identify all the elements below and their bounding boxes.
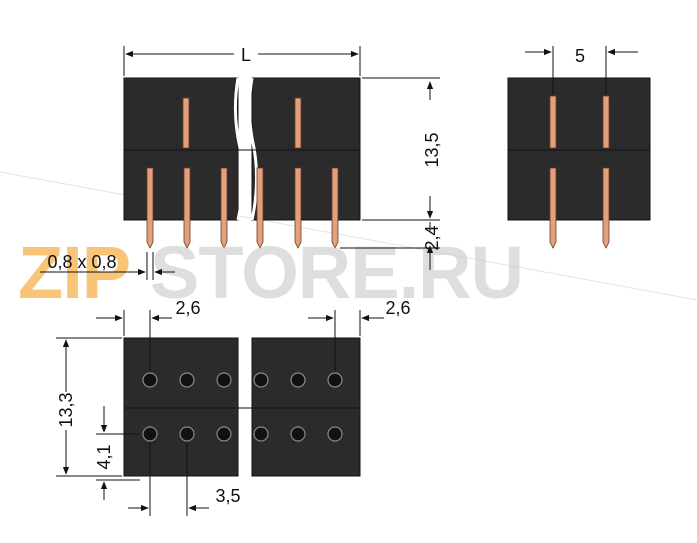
- front-break-left: [233, 77, 245, 221]
- front-pin-upper: [182, 97, 190, 149]
- front-break-right: [247, 77, 259, 221]
- background-guideline: [0, 171, 697, 301]
- pin-hole: [179, 372, 195, 388]
- front-pin-upper: [294, 97, 302, 149]
- front-pin-lower: [256, 167, 264, 249]
- front-pin-lower: [331, 167, 339, 249]
- dim-pin-length: 2,4: [422, 225, 442, 250]
- pin-hole: [216, 426, 232, 442]
- dimension-annotations: L 5 13,5 2,4 0,8 x 0,8 2,6 2,6: [40, 45, 638, 516]
- side-body: [507, 77, 651, 221]
- pin-hole: [327, 426, 343, 442]
- front-pin-lower: [146, 167, 154, 249]
- dim-edge-left: 2,6: [175, 298, 200, 318]
- front-body-left: [123, 77, 239, 221]
- pin-hole: [179, 426, 195, 442]
- dim-footprint-height: 13,3: [56, 392, 76, 427]
- dim-height: 13,5: [422, 132, 442, 167]
- side-pin-lower: [549, 167, 557, 249]
- side-pin-upper: [549, 95, 557, 149]
- bottom-hole-row-bottom: [142, 426, 343, 442]
- pin-hole: [142, 426, 158, 442]
- dim-pin-section: 0,8 x 0,8: [47, 252, 116, 272]
- dim-length-label: L: [241, 45, 251, 65]
- front-pin-lower: [183, 167, 191, 249]
- bottom-body-right: [251, 337, 361, 477]
- bottom-body-left: [123, 337, 239, 477]
- pin-hole: [253, 372, 269, 388]
- front-pin-lower: [294, 167, 302, 249]
- pin-hole: [216, 372, 232, 388]
- side-pin-upper: [602, 95, 610, 149]
- pin-hole: [142, 372, 158, 388]
- front-pin-lower: [220, 167, 228, 249]
- dim-row-spacing: 4,1: [94, 444, 114, 469]
- dim-pitch-top: 5: [575, 46, 585, 66]
- dim-edge-right: 2,6: [385, 298, 410, 318]
- front-body-right: [251, 77, 361, 221]
- side-pin-lower: [602, 167, 610, 249]
- pin-hole: [253, 426, 269, 442]
- front-view: [123, 77, 361, 249]
- pin-hole: [290, 372, 306, 388]
- dim-pitch-bottom: 3,5: [215, 486, 240, 506]
- bottom-hole-row-top: [142, 372, 343, 388]
- pin-hole: [290, 426, 306, 442]
- side-view: [507, 77, 651, 249]
- pin-hole: [327, 372, 343, 388]
- bottom-view: [123, 337, 361, 477]
- watermark-store: STORE.RU: [150, 231, 523, 314]
